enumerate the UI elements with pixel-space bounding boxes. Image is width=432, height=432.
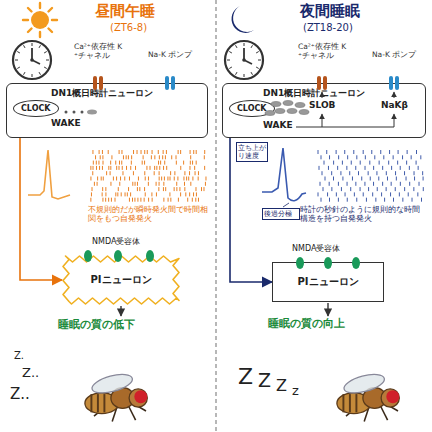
node-title: CLOCK <box>21 104 51 113</box>
sleep-z-mark: Z.. <box>22 366 52 381</box>
gene-oval: CLOCK <box>229 100 275 117</box>
protein-ellipse <box>265 111 275 116</box>
node-title: PIニューロン <box>90 274 151 286</box>
annotation-label: Na-K ポンプ <box>372 51 420 60</box>
protein-ellipse <box>275 109 285 114</box>
annotation-label: SLOB <box>309 100 339 110</box>
neuron-box: DN1概日時計ニューロン WAKE CLOCK <box>222 83 426 138</box>
panel-heading: (ZT6-8) <box>110 22 190 34</box>
output-arrow <box>327 303 328 316</box>
protein-ellipse <box>299 110 309 115</box>
panel-heading: 昼間午睡 <box>95 3 195 20</box>
protein-dot <box>81 111 84 114</box>
panel-heading: 夜間睡眠 <box>300 3 400 20</box>
sleep-z-mark: Z. <box>14 350 44 362</box>
panel-heading: (ZT18-20) <box>303 22 393 34</box>
node-text: WAKE <box>263 120 293 130</box>
node-text: WAKE <box>51 118 81 128</box>
nmda-receptor-icon <box>84 250 92 262</box>
fruit-fly <box>337 371 399 422</box>
nmda-receptor-icon <box>146 250 154 262</box>
annotation-label: Na-K ポンプ <box>148 51 196 60</box>
annotation-label: Ca²⁺依存性 K⁺チャネル <box>298 43 348 60</box>
sleep-z-mark: z <box>292 384 316 399</box>
node-title: PIニューロン <box>297 276 358 288</box>
node-title: CLOCK <box>237 104 267 113</box>
spike-trace <box>262 148 306 201</box>
gene-oval: CLOCK <box>13 100 59 117</box>
clock-icon <box>13 41 51 79</box>
protein-ellipse <box>283 101 293 106</box>
annotation-label: 時計の秒針のように規則的な時間構造を持つ自発発火 <box>300 206 424 223</box>
annotation-label: NMDA受容体 <box>292 244 362 253</box>
protein-ellipse <box>295 103 305 108</box>
annotation-label: 立ち上がり速度 <box>236 142 268 162</box>
sleep-z-mark: Z.. <box>10 386 40 403</box>
annotation-label: NaKβ <box>381 100 411 110</box>
pi-neuron-box: PIニューロン <box>62 255 180 305</box>
nmda-receptor-icon <box>296 257 304 269</box>
signal-arrow <box>20 138 62 280</box>
sun-icon <box>23 3 57 37</box>
divider-line <box>215 0 216 432</box>
output-arrow <box>120 306 121 316</box>
annotation-label: 後過分極 <box>262 208 300 220</box>
node-title: DN1概日時計ニューロン <box>51 88 153 98</box>
annotation-label: NMDA受容体 <box>92 237 162 246</box>
protein-ellipse <box>287 109 297 114</box>
protein-dot <box>73 111 76 114</box>
nmda-receptor-icon <box>352 257 360 269</box>
node-title: DN1概日時計ニューロン <box>263 88 365 98</box>
protein-dot <box>65 111 68 114</box>
neuron-box: DN1概日時計ニューロン WAKECLOCK <box>6 83 208 138</box>
annotation-label: 睡眠の質の低下 <box>58 319 188 332</box>
annotation-label: 睡眠の質の向上 <box>268 318 398 331</box>
na-k-pump-icon <box>389 76 399 90</box>
fruit-fly <box>85 371 147 422</box>
leader-line <box>283 203 289 207</box>
annotation-label: Ca²⁺依存性 K⁺チャネル <box>74 43 124 60</box>
nmda-receptor-icon <box>114 250 122 262</box>
moon-icon <box>232 6 254 33</box>
regulation-arrows <box>296 92 394 127</box>
k-channel-icon <box>93 76 103 90</box>
na-k-pump-icon <box>165 76 175 90</box>
spike-raster <box>318 150 423 202</box>
clock-icon <box>225 41 263 79</box>
pi-neuron-box: PIニューロン <box>272 262 384 302</box>
protein-ellipse <box>87 110 97 115</box>
spike-trace <box>28 150 70 199</box>
spike-raster <box>91 150 206 202</box>
protein-ellipse <box>271 102 281 107</box>
k-channel-icon <box>317 76 327 90</box>
nmda-receptor-icon <box>324 257 332 269</box>
annotation-label: 不規則的だが瞬時発火間で時間相関をもつ自発発火 <box>88 206 210 223</box>
